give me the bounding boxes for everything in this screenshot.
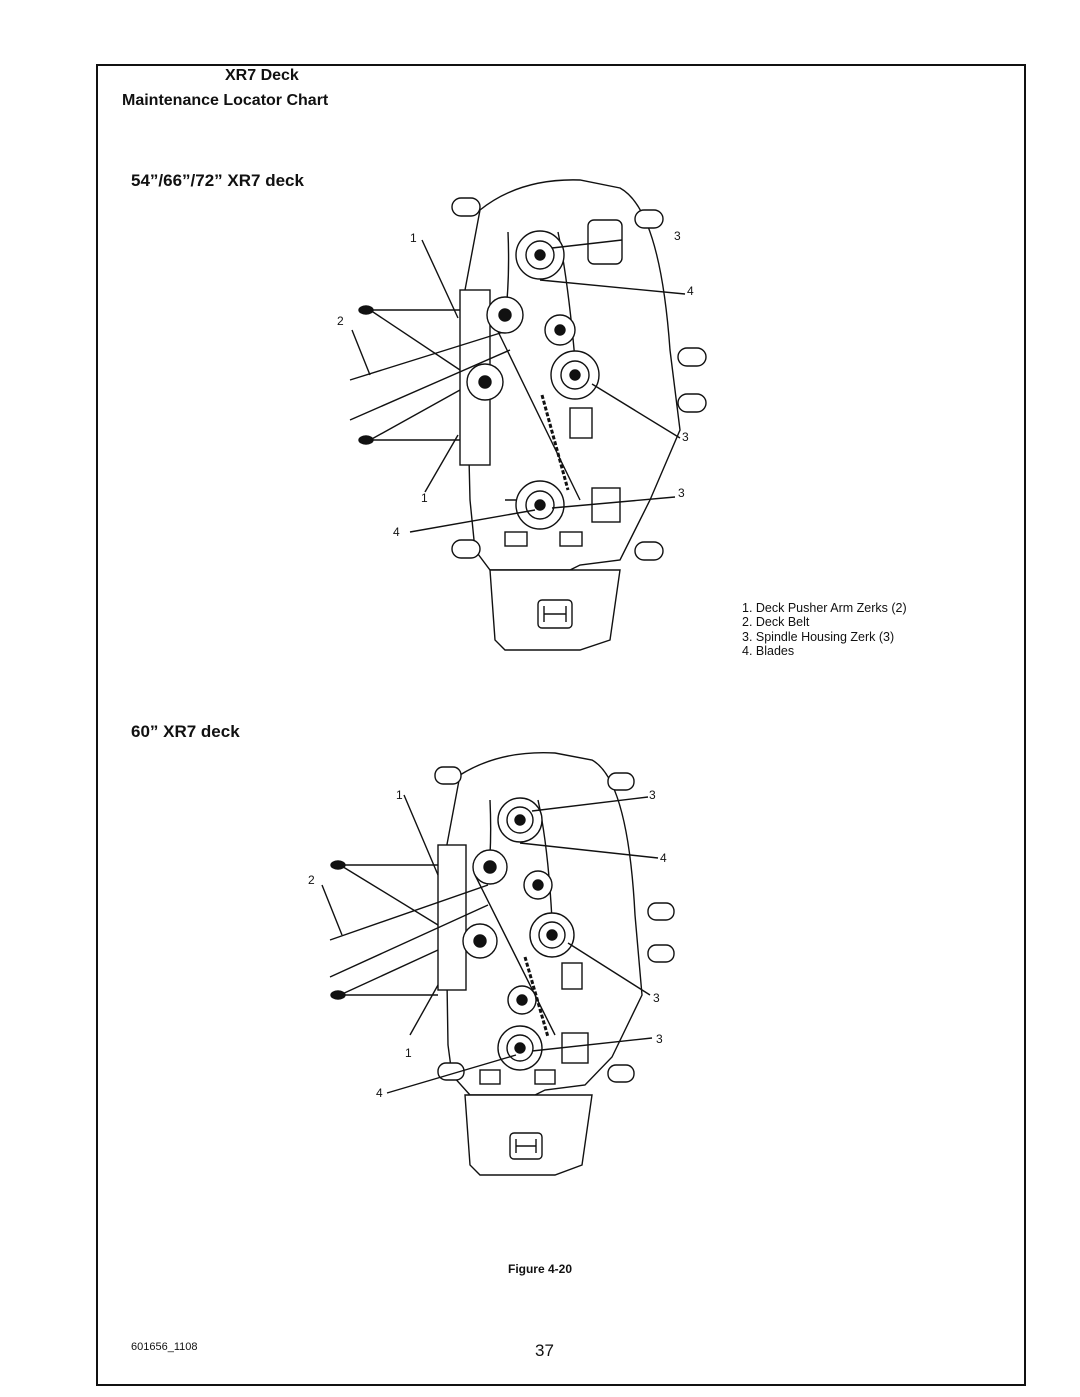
idler-pulley — [462, 923, 498, 959]
callout-4: 4 — [660, 851, 667, 865]
deck-diagram-60: 1 3 4 2 3 3 1 4 — [308, 751, 675, 1176]
tensioner-spring — [540, 394, 570, 491]
spindle-pulley-bottom — [515, 480, 565, 530]
idler-pulley — [472, 849, 508, 885]
callout-3: 3 — [674, 229, 681, 243]
idler-pulley — [507, 985, 537, 1015]
anti-scalp-wheel — [634, 209, 664, 229]
callout-3: 3 — [649, 788, 656, 802]
legend-item: 4. Blades — [742, 644, 795, 659]
decal — [534, 1069, 556, 1085]
anti-scalp-wheel — [647, 902, 675, 921]
anti-scalp-wheel — [634, 541, 664, 561]
callout-1: 1 — [410, 231, 417, 245]
callout-4: 4 — [687, 284, 694, 298]
deck-belt-left — [329, 884, 489, 941]
anti-scalp-wheel — [607, 1064, 635, 1083]
rear-shroud — [489, 569, 621, 651]
section-heading-60: 60” XR7 deck — [131, 722, 240, 741]
deck-diagram-54-66-72: 1 3 4 2 3 1 3 4 — [337, 179, 707, 651]
idler-pulley — [523, 870, 553, 900]
anti-scalp-wheel — [451, 197, 481, 217]
idler-pulley — [466, 363, 504, 401]
callout-1: 1 — [405, 1046, 412, 1060]
callout-4: 4 — [376, 1086, 383, 1100]
spindle-pulley-middle — [529, 912, 575, 958]
legend-item: 1. Deck Pusher Arm Zerks (2) — [742, 601, 907, 615]
legend: 1. Deck Pusher Arm Zerks (2) 2. Deck Bel… — [742, 601, 907, 659]
anti-scalp-wheel — [607, 772, 635, 791]
title-line-2: Maintenance Locator Chart — [122, 92, 329, 109]
deck-belt-right — [329, 904, 489, 978]
deck-belt-left — [349, 329, 511, 381]
legend-item: 2. Deck Belt — [742, 615, 810, 630]
anti-scalp-wheel — [434, 766, 462, 785]
spindle-pulley-top — [515, 230, 565, 280]
anti-scalp-wheel — [451, 539, 481, 559]
decal — [569, 407, 593, 439]
figure-caption: Figure 4-20 — [507, 1262, 573, 1276]
callout-2: 2 — [308, 873, 315, 887]
document-number: 601656_1108 — [131, 1341, 198, 1353]
page-number: 37 — [535, 1341, 554, 1360]
title-line-1: XR7 Deck — [225, 67, 299, 84]
spindle-pulley-middle — [550, 350, 600, 400]
legend-item: 3. Spindle Housing Zerk (3) — [742, 629, 895, 644]
decal — [561, 962, 583, 990]
decal — [559, 531, 583, 547]
logo-mark — [537, 599, 573, 629]
deck-belt-right — [349, 349, 511, 421]
section-heading-54-66-72: 54”/66”/72” XR7 deck — [131, 171, 304, 190]
tensioner-spring — [523, 956, 550, 1038]
anti-scalp-wheel — [677, 347, 707, 367]
idler-pulley — [486, 296, 524, 334]
callout-3: 3 — [653, 991, 660, 1005]
rear-shroud — [464, 1094, 593, 1176]
figure-frame — [96, 64, 1026, 1386]
decal — [587, 219, 623, 265]
callout-4: 4 — [393, 525, 400, 539]
spindle-pulley-top — [497, 797, 543, 843]
callout-1: 1 — [421, 491, 428, 505]
callout-1: 1 — [396, 788, 403, 802]
idler-pulley — [544, 314, 576, 346]
belt-path — [489, 231, 581, 501]
anti-scalp-wheel — [647, 944, 675, 963]
decal — [479, 1069, 501, 1085]
logo-mark — [509, 1132, 543, 1160]
callout-3: 3 — [656, 1032, 663, 1046]
callout-3: 3 — [678, 486, 685, 500]
callout-3: 3 — [682, 430, 689, 444]
decal — [504, 531, 528, 547]
anti-scalp-wheel — [677, 393, 707, 413]
callout-2: 2 — [337, 314, 344, 328]
spindle-pulley-bottom — [497, 1025, 543, 1071]
